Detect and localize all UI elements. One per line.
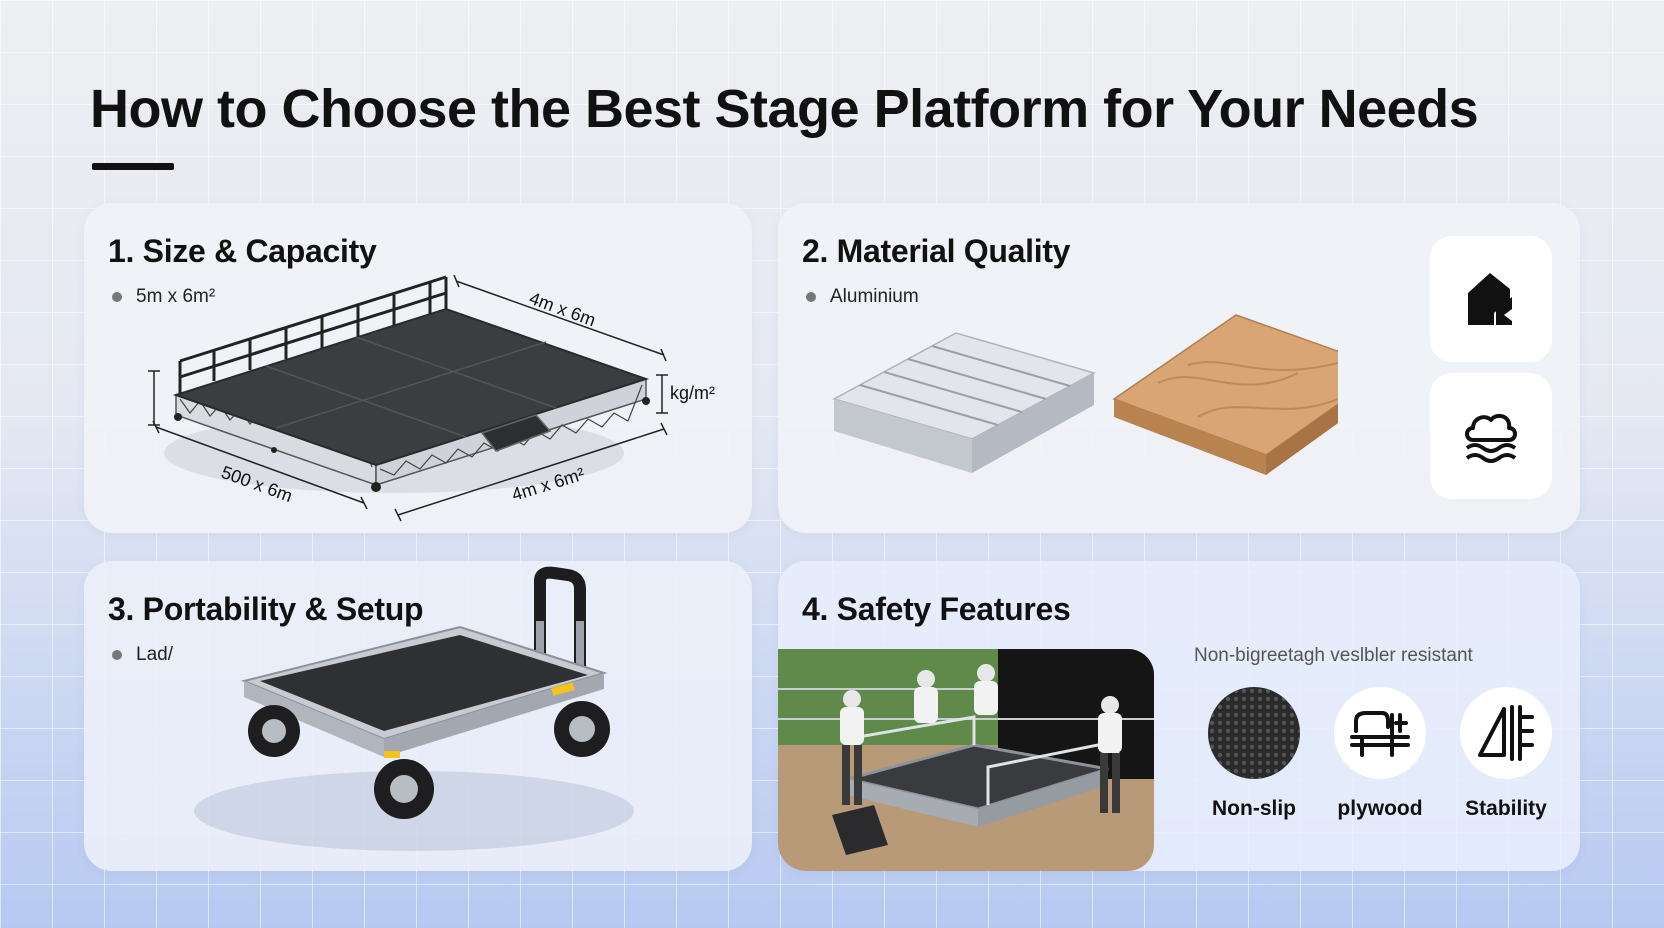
platform-trolley-illustration [194,566,634,851]
railing-icon [1350,711,1410,757]
bullet-dot [112,292,122,302]
feature-icon-circle [1460,687,1552,779]
feature-label: Non-slip [1212,797,1296,820]
stability-icon [1478,705,1534,761]
card-portability-setup: 3. Portability & Setup Lad/ [84,561,752,871]
feature-label: plywood [1337,797,1423,820]
stage-platform-illustration: 4m x 6m 500 x 6m 4m x 6m² kg/m² [148,274,715,522]
bullet-text: Lad/ [136,644,173,665]
page-title: How to Choose the Best Stage Platform fo… [90,79,1479,139]
weather-icon-tile [1430,373,1552,499]
feature-icon-circle [1208,687,1300,779]
bullet-item: 5m x 6m² [112,286,215,308]
bullet-text: 5m x 6m² [136,286,216,307]
card-material-quality: 2. Material Quality Aluminium [778,203,1580,533]
dimension-label-top: 4m x 6m [527,288,599,330]
workers-assembling-stage-photo [778,649,1154,871]
card-size-capacity: 1. Size & Capacity 5m x 6m² [84,203,752,533]
dimension-label-right: kg/m² [670,383,715,403]
card-title: 4. Safety Features [802,591,1071,627]
title-underline [92,163,174,170]
feature-label: Stability [1465,797,1547,820]
safety-note-text: Non-bigreetagh veslbler resistant [1194,645,1473,666]
feature-stability: Stability [1446,687,1566,821]
bullet-item: Lad/ [112,644,173,666]
bullet-dot [112,650,122,660]
material-samples-illustration [832,314,1338,475]
card-title: 2. Material Quality [802,233,1071,269]
non-slip-texture-icon [1208,687,1300,779]
bullet-dot [806,292,816,302]
feature-plywood: plywood [1320,687,1440,821]
card-safety-features: 4. Safety Features Non-bigreetagh veslbl… [778,561,1580,871]
card-title: 3. Portability & Setup [108,591,424,627]
feature-non-slip: Non-slip [1194,687,1314,821]
bullet-item: Aluminium [806,286,919,308]
card-title: 1. Size & Capacity [108,233,377,269]
house-icon-tile [1430,236,1552,362]
feature-icon-circle [1334,687,1426,779]
weather-cloud-icon [1465,413,1517,463]
house-icon [1468,273,1512,325]
bullet-text: Aluminium [830,286,919,307]
